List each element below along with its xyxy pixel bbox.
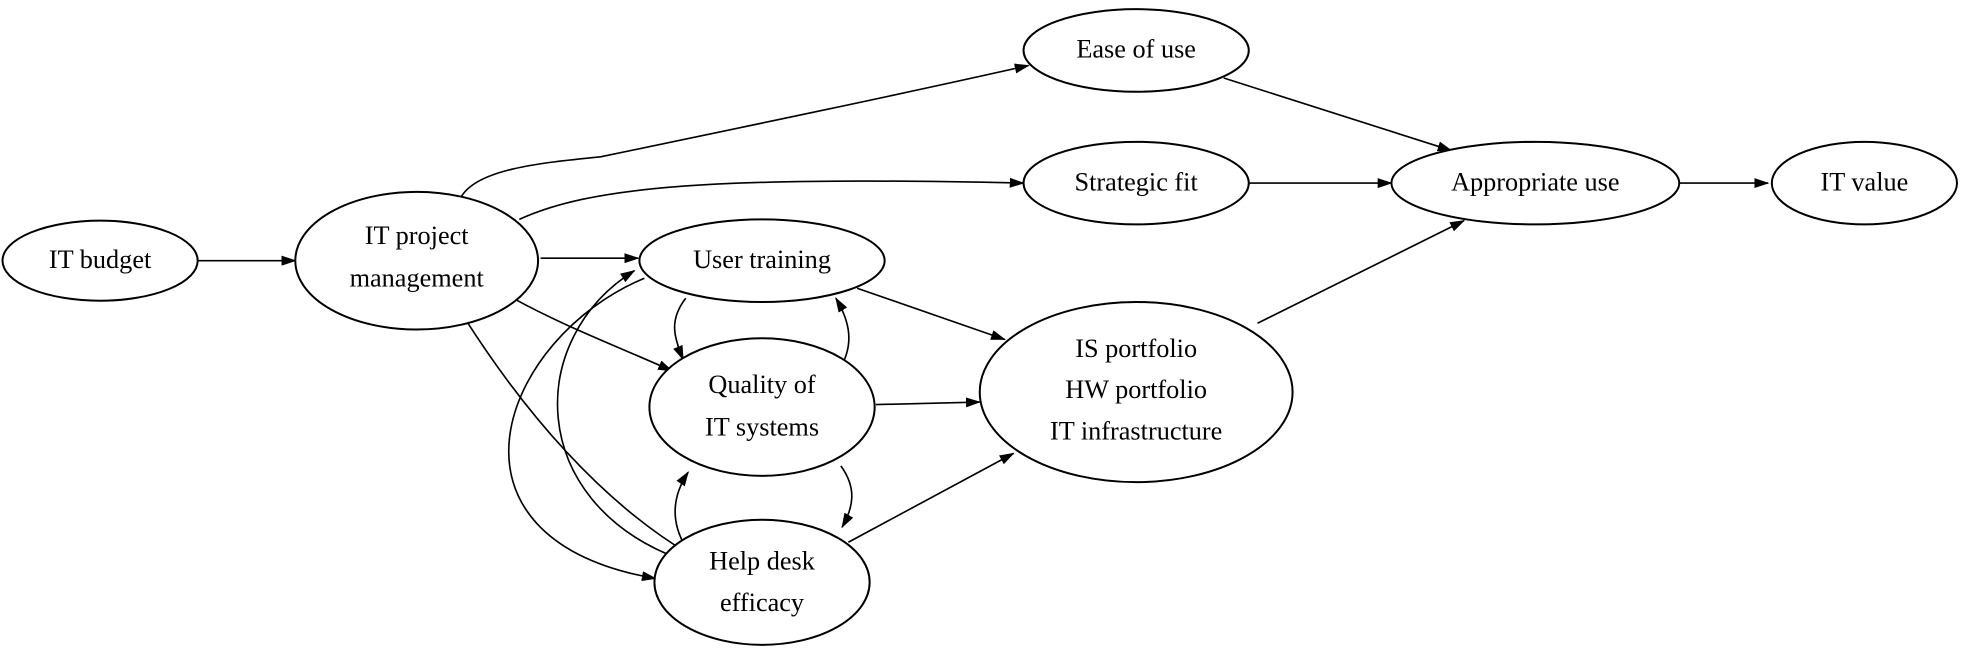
node-label: IT value bbox=[1821, 167, 1909, 196]
node-label: Quality of bbox=[708, 370, 815, 399]
node-label: IT systems bbox=[705, 413, 819, 442]
nodes: IT budget IT project management Ease of … bbox=[1, 8, 1958, 646]
edge-pm-to-quality bbox=[512, 297, 674, 372]
node-label: Appropriate use bbox=[1451, 167, 1619, 196]
node-label: management bbox=[350, 264, 485, 293]
edges bbox=[197, 63, 1770, 582]
edge-ease-to-appropriate bbox=[1223, 77, 1453, 152]
edge-portfolio-to-appropriate bbox=[1257, 219, 1466, 324]
node-it-budget: IT budget bbox=[1, 219, 199, 302]
node-label: efficacy bbox=[720, 588, 805, 617]
edge-quality-to-portfolio bbox=[875, 397, 981, 408]
node-quality-of-it-systems: Quality of IT systems bbox=[648, 337, 876, 477]
node-it-project-management: IT project management bbox=[294, 190, 540, 331]
edge-user-training-to-quality bbox=[673, 297, 687, 361]
node-it-value: IT value bbox=[1770, 140, 1958, 226]
node-strategic-fit: Strategic fit bbox=[1022, 140, 1250, 226]
node-label: Strategic fit bbox=[1075, 167, 1199, 196]
node-user-training: User training bbox=[638, 218, 886, 303]
node-appropriate-use: Appropriate use bbox=[1390, 140, 1681, 226]
node-label: IT project bbox=[365, 221, 470, 250]
node-label: User training bbox=[693, 245, 831, 274]
node-label: IS portfolio bbox=[1075, 334, 1197, 363]
node-label: IT budget bbox=[49, 245, 152, 274]
node-label: Help desk bbox=[709, 547, 816, 576]
edge-help-desk-to-portfolio bbox=[847, 452, 1015, 543]
edge-pm-to-strategic-fit bbox=[518, 177, 1025, 221]
edge-user-training-to-help-desk bbox=[508, 277, 657, 582]
node-label: HW portfolio bbox=[1065, 375, 1207, 404]
edge-pm-to-ease-of-use bbox=[459, 63, 1030, 199]
edge-help-desk-to-user-training bbox=[556, 270, 679, 560]
node-label: Ease of use bbox=[1076, 35, 1196, 64]
node-ease-of-use: Ease of use bbox=[1022, 8, 1250, 93]
edge-help-desk-to-quality bbox=[674, 471, 689, 548]
edge-user-training-to-portfolio bbox=[856, 287, 1006, 341]
node-label: IT infrastructure bbox=[1050, 416, 1222, 445]
edge-quality-to-help-desk bbox=[840, 465, 854, 529]
node-help-desk-efficacy: Help desk efficacy bbox=[653, 518, 871, 646]
node-portfolio: IS portfolio HW portfolio IT infrastruct… bbox=[978, 300, 1294, 484]
edge-pm-to-help-desk bbox=[464, 319, 690, 555]
